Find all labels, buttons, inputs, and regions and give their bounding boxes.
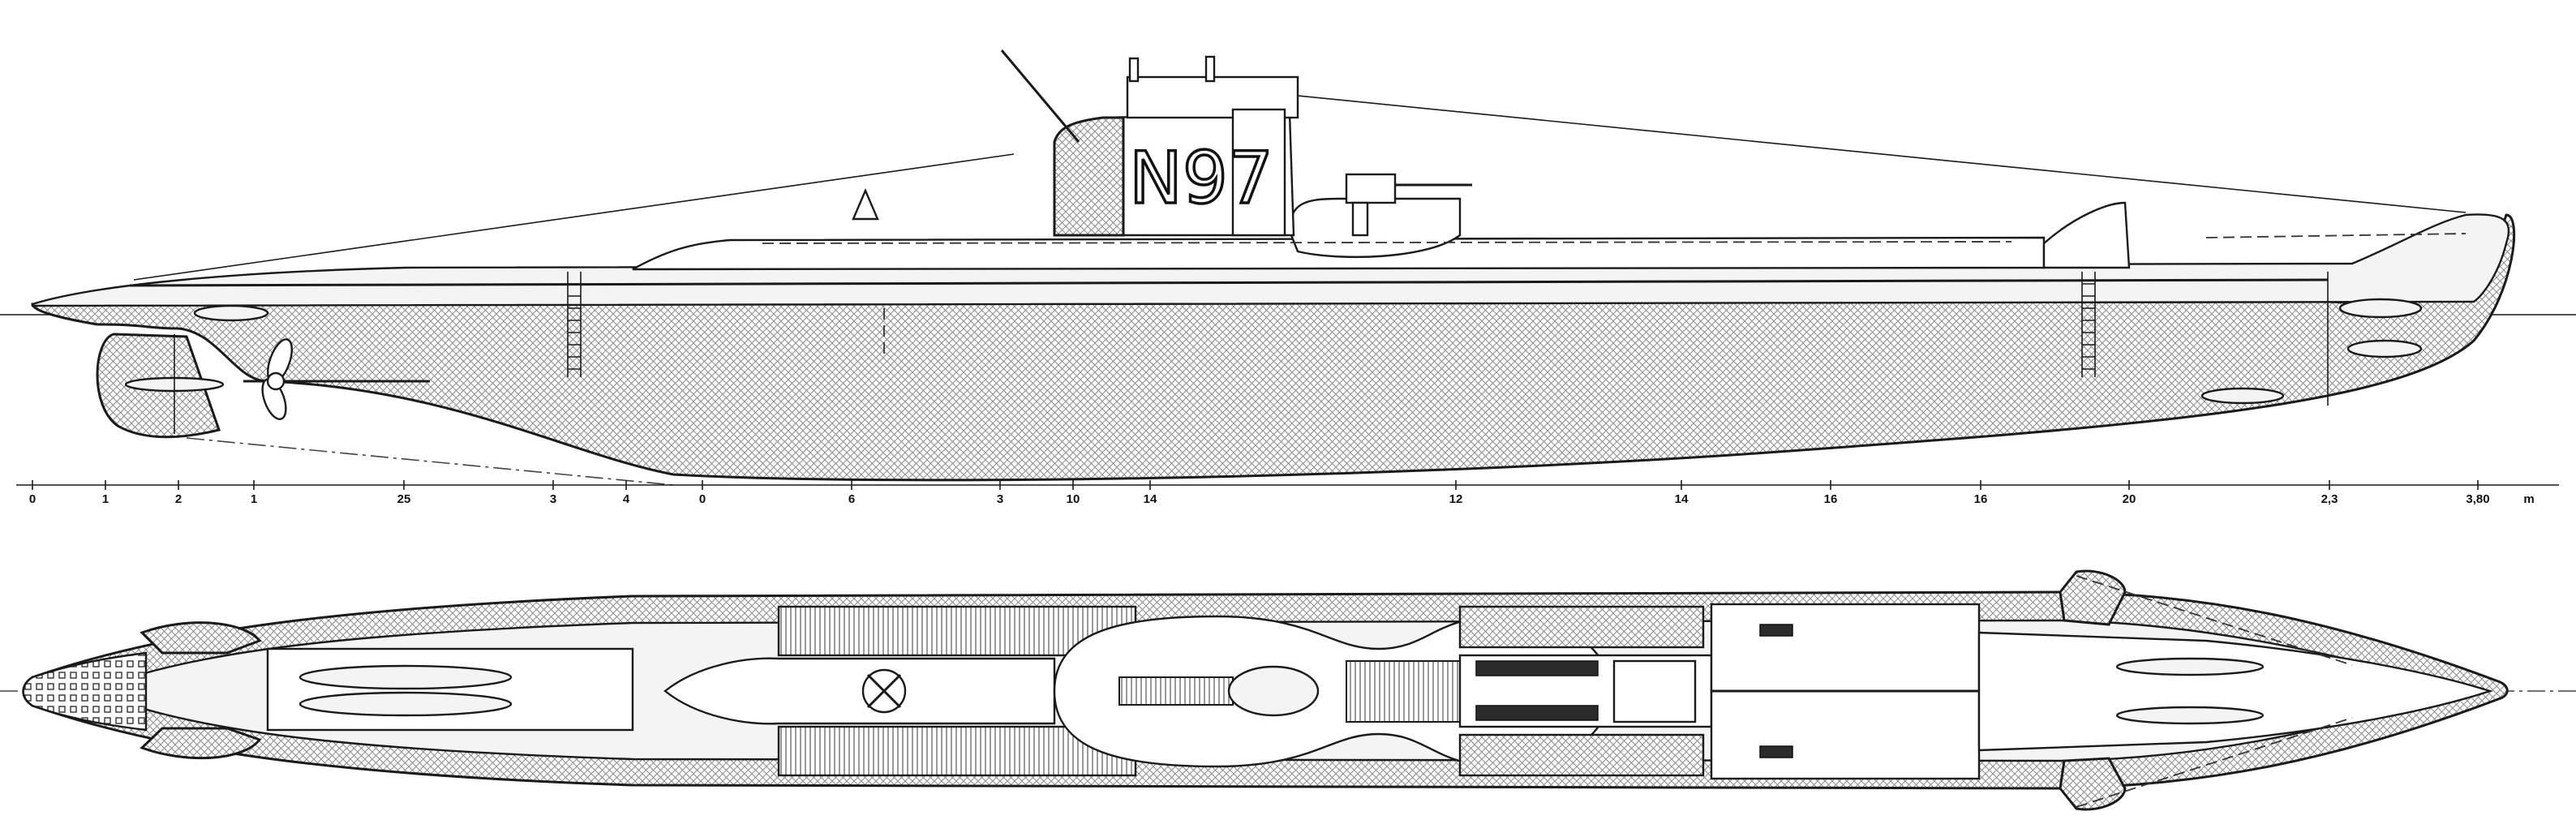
gun-platform xyxy=(1288,197,1462,259)
chart-table xyxy=(1118,676,1234,706)
scale-label: 2 xyxy=(175,492,182,506)
bow-hydroplane-port xyxy=(2059,569,2127,626)
bunk-stbd xyxy=(1759,745,1793,758)
control-console xyxy=(1346,660,1469,723)
scale-label: 14 xyxy=(1675,492,1689,506)
bow-hydroplane xyxy=(2346,339,2423,358)
radar-mast xyxy=(1000,49,1080,143)
aft-hydroplane-port xyxy=(140,621,262,655)
scale-label: 2,3 xyxy=(2321,492,2338,506)
warning-triangle xyxy=(852,187,879,221)
lower-hull xyxy=(31,213,2516,482)
aft-torpedo-room xyxy=(266,647,634,732)
aft-tube-fairing xyxy=(193,304,269,322)
scale-label: 0 xyxy=(29,492,36,506)
aft-ladder xyxy=(567,272,582,377)
scale-label: 14 xyxy=(1144,492,1157,506)
scale-label: 1 xyxy=(251,492,257,506)
aft-torpedo-tube xyxy=(298,664,513,690)
pennant-number: N97 xyxy=(1129,136,1273,220)
bow-tube-door xyxy=(2338,298,2423,319)
bow-torpedo-tube-2 xyxy=(2115,706,2265,725)
bow-limber-holes xyxy=(2205,233,2467,238)
battery-fwd-stbd xyxy=(1458,733,1705,777)
keel-fairing xyxy=(2200,387,2285,405)
attack-periscope-well xyxy=(1227,665,1320,717)
aerial-wire-fore xyxy=(1151,80,2467,213)
deck-gun xyxy=(1345,173,1472,237)
side-elevation: N97 xyxy=(0,49,2576,486)
scale-label: 6 xyxy=(848,492,855,506)
bow-torpedo-room xyxy=(1977,631,2493,752)
scale-label: 4 xyxy=(623,492,630,506)
scale-label: 3,80 xyxy=(2466,492,2489,506)
scale-label: 3 xyxy=(550,492,556,506)
scale-label: 1 xyxy=(102,492,109,506)
plan-view xyxy=(0,569,2576,811)
aft-hydroplane-stbd xyxy=(140,727,262,760)
scale-label: 0 xyxy=(699,492,706,506)
stern-tank xyxy=(22,651,148,732)
scale-label: 20 xyxy=(2123,492,2136,506)
conning-tower-aft xyxy=(1053,116,1125,237)
battery-rack-1 xyxy=(1475,660,1599,676)
scale-label: m xyxy=(2523,492,2534,506)
battery-rack-2 xyxy=(1475,705,1599,721)
scale-label: 25 xyxy=(397,492,411,506)
scale-label: 3 xyxy=(997,492,1003,506)
scale-label: 16 xyxy=(1974,492,1988,506)
scale-label: 16 xyxy=(1824,492,1838,506)
bow-guide-lines xyxy=(2076,575,2353,808)
periscope-fore xyxy=(1204,55,1216,83)
limber-holes xyxy=(762,241,2012,244)
switchboard xyxy=(1612,659,1697,723)
engine-bay xyxy=(663,657,1056,725)
aft-torpedo-tube-2 xyxy=(298,691,513,717)
battery-fwd-port xyxy=(1458,605,1705,649)
deck-line xyxy=(129,278,2329,287)
bow-hydroplane-stbd xyxy=(2059,757,2127,811)
bow-fairing xyxy=(2042,201,2131,269)
keel-reference xyxy=(186,437,674,486)
aerial-wire-aft xyxy=(133,153,1015,281)
propeller xyxy=(243,338,430,420)
bow-torpedo-tube-1 xyxy=(2115,657,2265,676)
bridge-screen xyxy=(1231,108,1286,237)
bunk-port xyxy=(1759,624,1793,637)
fore-ladder xyxy=(2081,272,2096,377)
scale-label: 12 xyxy=(1449,492,1463,506)
periscope-aft xyxy=(1128,57,1140,83)
scale-label: 10 xyxy=(1067,492,1080,506)
